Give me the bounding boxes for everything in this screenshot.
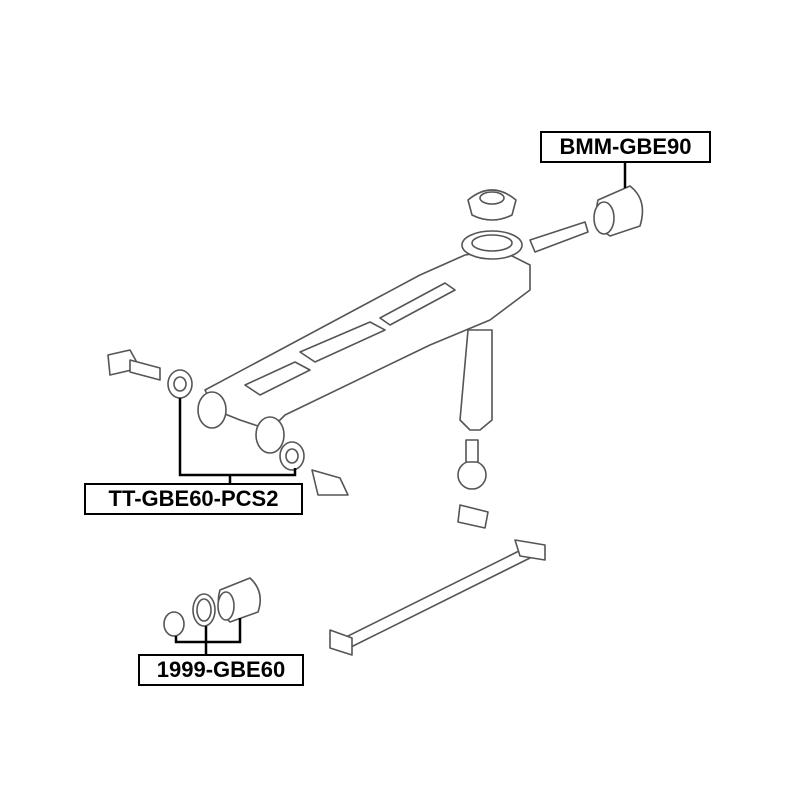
part-label-bmm-gbe90: BMM-GBE90 (540, 131, 711, 163)
leader-line-tt-gbe60-pcs2 (178, 398, 297, 484)
part-label-1999-gbe60: 1999-GBE60 (138, 654, 304, 686)
arm-pivot-left (197, 391, 227, 429)
lever-rod (529, 221, 589, 253)
shift-rod-eye (457, 504, 489, 529)
arm-window-2 (299, 321, 386, 363)
selector-rod (339, 547, 531, 651)
shift-rod-ball (457, 460, 487, 490)
bracket-left-bottom (311, 469, 349, 496)
arm-window-1 (244, 361, 311, 396)
shift-lever-arm (204, 249, 531, 431)
part-label-tt-gbe60-pcs2: TT-GBE60-PCS2 (84, 483, 303, 515)
arm-pivot-right (255, 416, 285, 454)
leader-line-1999-gbe60 (174, 618, 242, 655)
arm-window-3 (379, 282, 456, 326)
shift-rod (459, 329, 493, 431)
bushing-cap (163, 611, 185, 637)
